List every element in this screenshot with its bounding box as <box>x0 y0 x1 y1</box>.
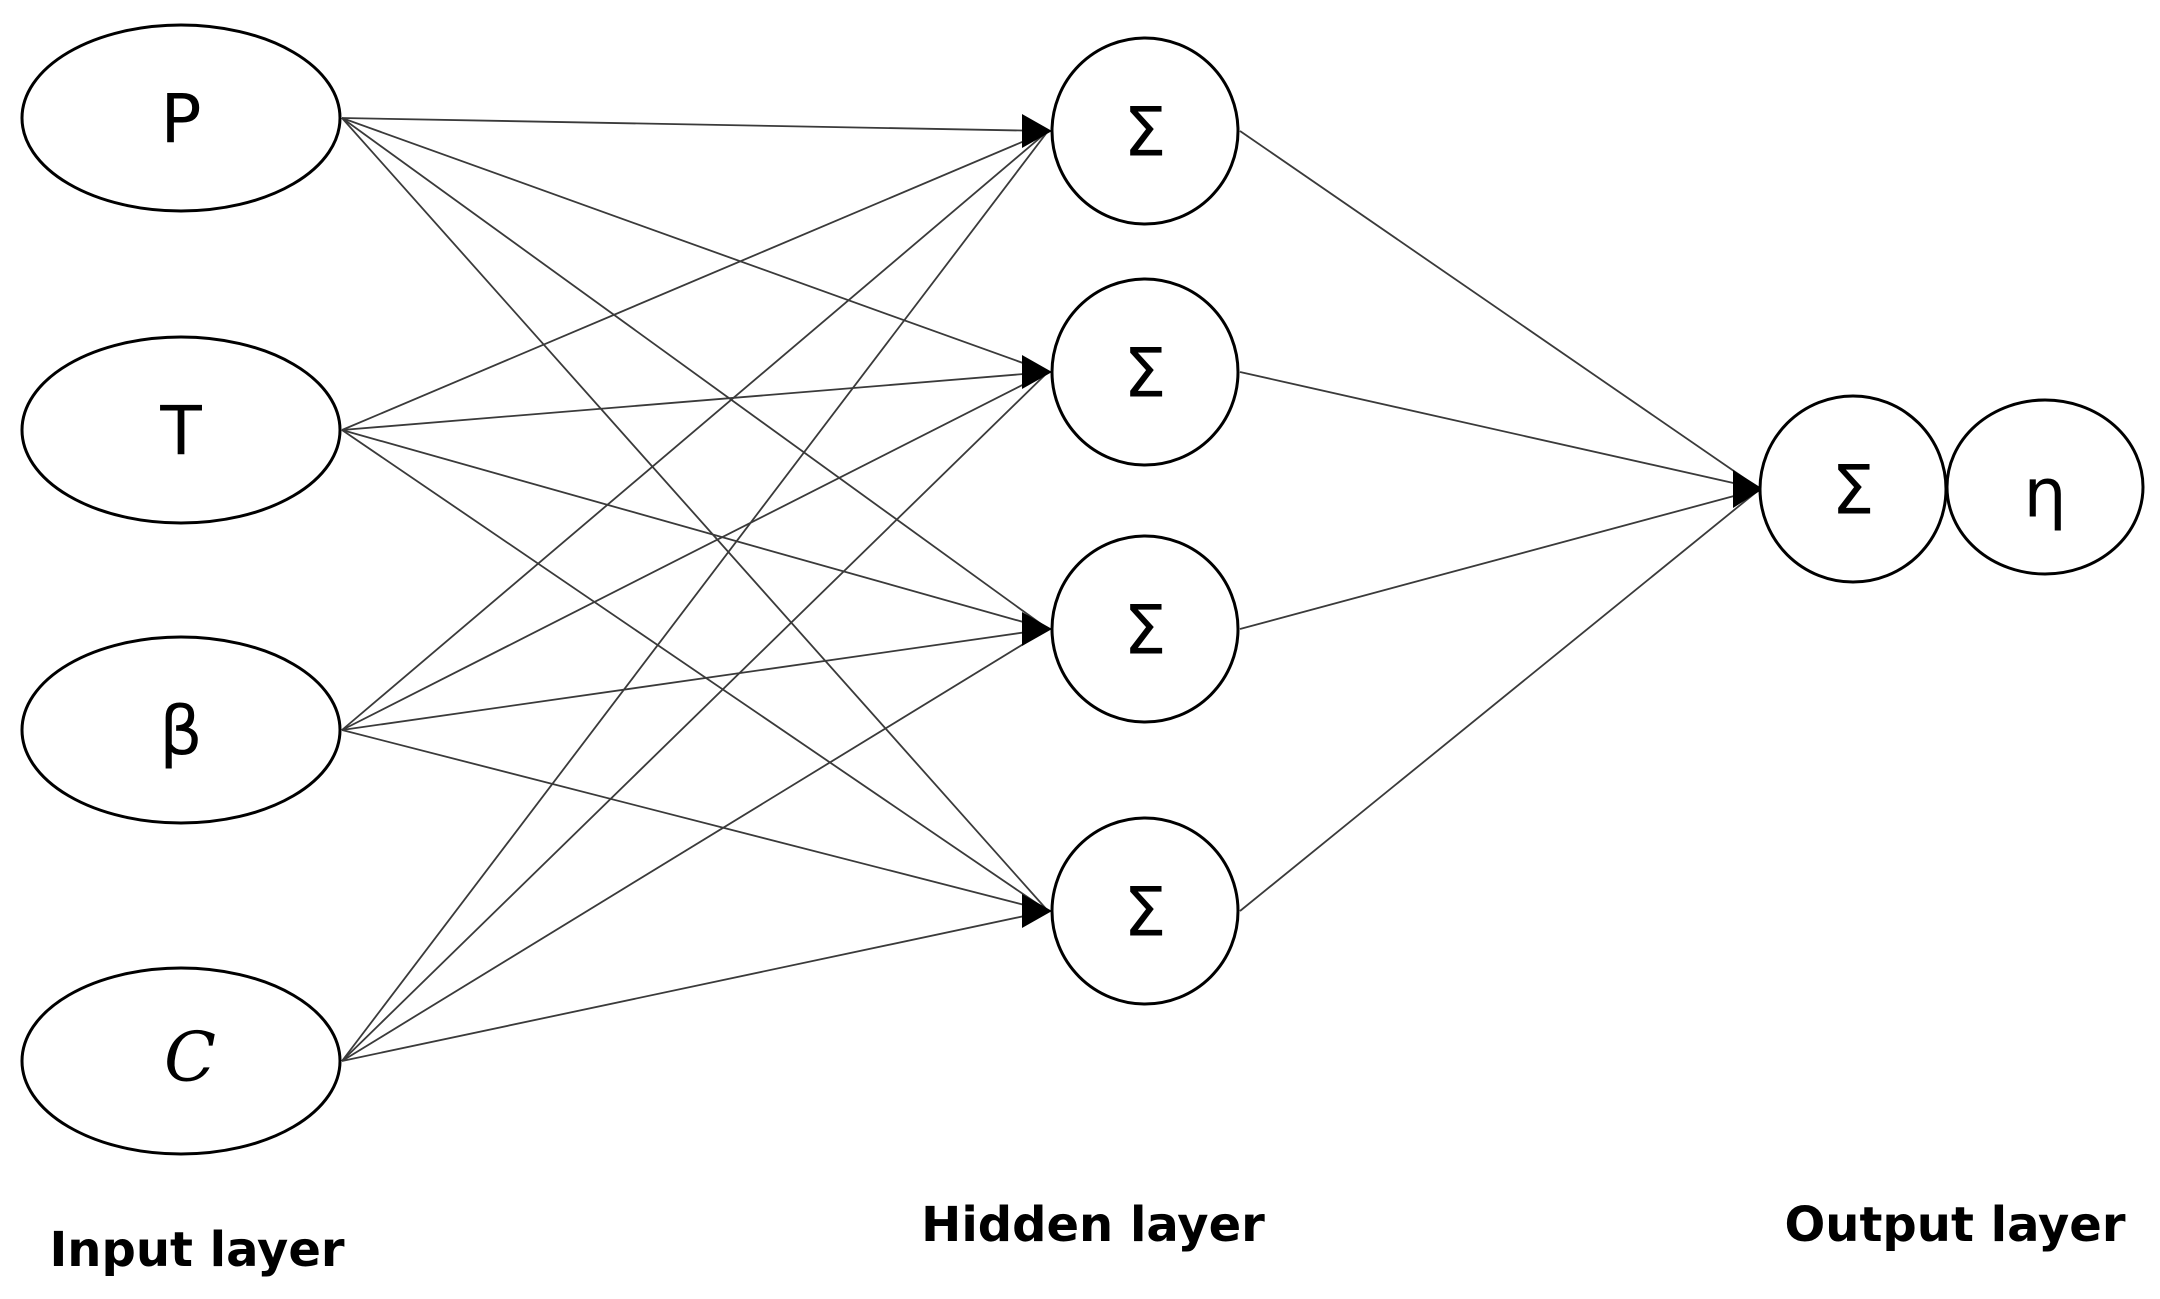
hidden-node-2: Σ <box>1050 277 1240 467</box>
edge-input-1-hidden-4 <box>341 117 1049 912</box>
input-node-t-label: T <box>159 393 202 472</box>
edge-input-2-hidden-4 <box>341 429 1049 912</box>
edge-input-4-hidden-1 <box>341 130 1049 1062</box>
output-layer: Σ η <box>1758 394 2145 584</box>
hidden-node-4: Σ <box>1050 816 1240 1006</box>
edge-input-2-hidden-2 <box>341 371 1049 431</box>
edge-input-3-hidden-2 <box>341 371 1049 731</box>
edge-input-4-hidden-3 <box>341 628 1049 1062</box>
input-layer: P T β C <box>20 23 342 1156</box>
output-node-eta: η <box>1945 398 2145 576</box>
input-node-beta: β <box>20 635 342 825</box>
edge-input-2-hidden-3 <box>341 429 1049 630</box>
hidden-node-2-label: Σ <box>1124 335 1167 414</box>
input-hidden-connections <box>341 117 1049 1062</box>
input-node-p-label: P <box>160 81 201 160</box>
edge-input-4-hidden-2 <box>341 371 1049 1062</box>
input-node-c-label: C <box>164 1019 216 1098</box>
hidden-node-1: Σ <box>1050 36 1240 226</box>
edge-input-2-hidden-1 <box>341 130 1049 431</box>
hidden-node-3-label: Σ <box>1124 592 1167 671</box>
output-node-sum: Σ <box>1758 394 1948 584</box>
edge-input-3-hidden-3 <box>341 628 1049 731</box>
arrowhead-h2 <box>1022 355 1052 389</box>
edge-input-1-hidden-3 <box>341 117 1049 630</box>
input-node-t: T <box>20 335 342 525</box>
arrowhead-output <box>1733 470 1763 508</box>
hidden-output-connections <box>1239 130 1761 912</box>
hidden-node-3: Σ <box>1050 534 1240 724</box>
edge-hidden-2-output <box>1239 371 1761 490</box>
hidden-node-4-label: Σ <box>1124 874 1167 953</box>
output-layer-label: Output layer <box>1785 1197 2126 1253</box>
input-node-p: P <box>20 23 342 213</box>
input-node-beta-label: β <box>159 693 202 772</box>
edge-input-3-hidden-1 <box>341 130 1049 731</box>
output-node-eta-label: η <box>2023 455 2066 534</box>
output-node-sum-label: Σ <box>1832 452 1875 531</box>
arrowhead-h4 <box>1022 894 1052 928</box>
arrowhead-h3 <box>1022 612 1052 646</box>
edge-input-4-hidden-4 <box>341 910 1049 1062</box>
edge-hidden-1-output <box>1239 130 1761 490</box>
edge-hidden-4-output <box>1239 488 1761 912</box>
hidden-layer: Σ Σ Σ Σ <box>1050 36 1240 1006</box>
input-layer-label: Input layer <box>49 1222 344 1278</box>
edge-input-3-hidden-4 <box>341 729 1049 912</box>
arrowhead-h1 <box>1022 114 1052 148</box>
edge-input-1-hidden-1 <box>341 117 1049 132</box>
hidden-node-1-label: Σ <box>1124 94 1167 173</box>
hidden-layer-label: Hidden layer <box>921 1197 1265 1253</box>
edge-input-1-hidden-2 <box>341 117 1049 373</box>
input-node-c: C <box>20 966 342 1156</box>
arrowheads <box>1022 114 1763 928</box>
edge-hidden-3-output <box>1239 488 1761 630</box>
